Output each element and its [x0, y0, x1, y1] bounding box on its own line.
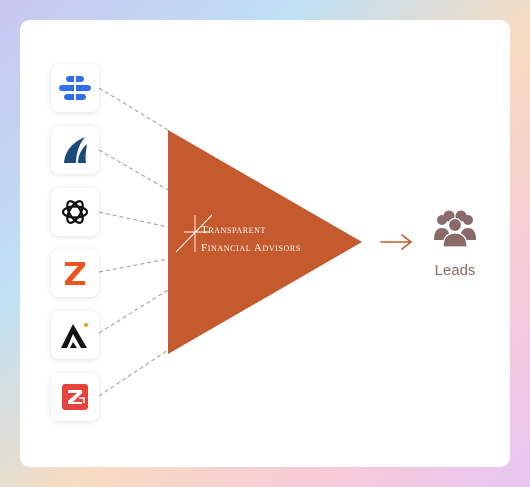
- arrow-right-icon: [380, 234, 413, 250]
- connector-line: [98, 87, 169, 131]
- z-logo-icon: [65, 262, 85, 285]
- people-group-icon: [434, 210, 476, 248]
- a-logo-icon: [61, 323, 88, 348]
- source-tile-3[interactable]: [51, 188, 99, 236]
- source-tile-4[interactable]: [51, 249, 99, 297]
- brand-name-line2: Financial Advisors: [201, 242, 301, 254]
- connector-line: [98, 349, 169, 397]
- leads-label: Leads: [434, 262, 476, 279]
- sail-logo-icon: [64, 137, 87, 163]
- source-tile-5[interactable]: [51, 311, 99, 359]
- funnel-triangle: [168, 130, 362, 354]
- openai-logo-icon: [61, 200, 89, 224]
- source-tile-1[interactable]: [51, 64, 99, 112]
- brand-logo-icon: [175, 214, 213, 253]
- source-tile-6[interactable]: [51, 373, 99, 421]
- source-tile-2[interactable]: [51, 126, 99, 174]
- connector-line: [98, 211, 169, 228]
- square-z-logo-icon: [62, 384, 88, 410]
- brand-name-line1: Transparent: [201, 224, 266, 236]
- connector-line: [98, 289, 169, 334]
- stacked-bars-logo-icon: [59, 76, 91, 100]
- connector-line: [98, 258, 169, 273]
- connector-line: [98, 149, 169, 191]
